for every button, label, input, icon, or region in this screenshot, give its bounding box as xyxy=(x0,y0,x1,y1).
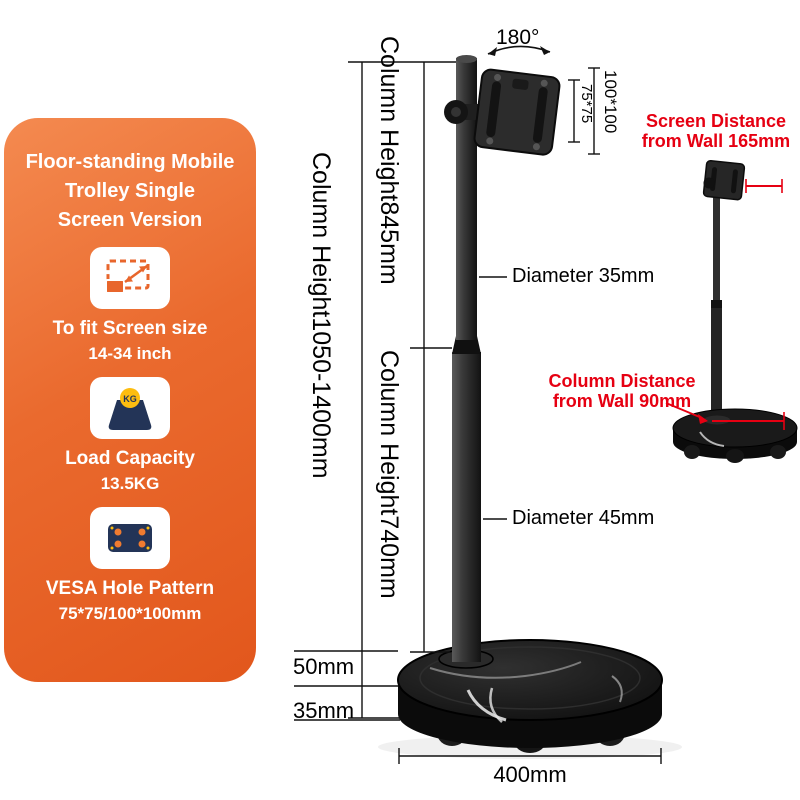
upper-column xyxy=(456,58,477,340)
info-card: Floor-standing Mobile Trolley Single Scr… xyxy=(4,118,256,682)
screen-size-icon xyxy=(90,247,170,309)
feature-value: 14-34 inch xyxy=(88,344,172,363)
label-total-column-height: Column Height1050-1400mm xyxy=(307,152,335,479)
label-column-distance: Column Distance from Wall 90mm xyxy=(543,371,701,411)
label-lower-diameter: Diameter 45mm xyxy=(512,507,655,529)
feature-label: VESA Hole Pattern xyxy=(45,578,215,599)
vesa-plate xyxy=(473,68,561,156)
stand-column xyxy=(452,55,481,662)
label-rotation: 180° xyxy=(496,26,540,49)
stand-base xyxy=(397,639,663,753)
column-distance-line1: Column Distance xyxy=(548,371,696,391)
label-lower-column-height: Column Height740mm xyxy=(375,350,403,599)
load-capacity-icon: KG xyxy=(90,377,170,439)
label-screen-distance: Screen Distance from Wall 165mm xyxy=(634,111,798,151)
column-joint xyxy=(452,336,481,354)
side-view-stand xyxy=(672,159,798,463)
label-base-bottom-thickness: 35mm xyxy=(293,698,355,723)
title-line: Trolley Single xyxy=(64,180,196,202)
label-vesa-inner: 75*75 xyxy=(578,84,595,124)
vesa-pattern-icon xyxy=(90,507,170,569)
label-base-top-thickness: 50mm xyxy=(293,654,355,679)
feature-label: Load Capacity xyxy=(65,448,195,469)
vesa-mount xyxy=(444,68,561,156)
column-distance-line2: from Wall 90mm xyxy=(552,391,692,411)
feature-screen-size: To fit Screen size 14-34 inch xyxy=(4,247,256,365)
lower-column xyxy=(452,352,481,662)
product-title: Floor-standing Mobile Trolley Single Scr… xyxy=(4,148,256,235)
kg-icon-text: KG xyxy=(123,394,137,404)
feature-label: To fit Screen size xyxy=(52,318,208,339)
label-upper-diameter: Diameter 35mm xyxy=(512,265,655,287)
feature-value: 75*75/100*100mm xyxy=(58,604,202,623)
feature-value: 13.5KG xyxy=(100,474,160,493)
feature-load-capacity: KG Load Capacity 13.5KG xyxy=(4,377,256,495)
feature-vesa-pattern: VESA Hole Pattern 75*75/100*100mm xyxy=(4,507,256,625)
dimension-lines xyxy=(294,61,662,764)
rotation-arrow xyxy=(487,45,551,56)
red-arrowhead xyxy=(698,414,708,424)
marble-streak xyxy=(429,661,582,679)
title-line: Floor-standing Mobile xyxy=(25,151,235,173)
title-line: Screen Version xyxy=(57,209,203,231)
red-dimension-marks xyxy=(665,179,785,430)
screen-distance-line2: from Wall 165mm xyxy=(641,131,791,151)
label-vesa-outer: 100*100 xyxy=(601,70,620,134)
label-upper-column-height: Column Height845mm xyxy=(375,36,403,285)
label-base-width: 400mm xyxy=(493,762,567,787)
screen-distance-line1: Screen Distance xyxy=(645,111,787,131)
